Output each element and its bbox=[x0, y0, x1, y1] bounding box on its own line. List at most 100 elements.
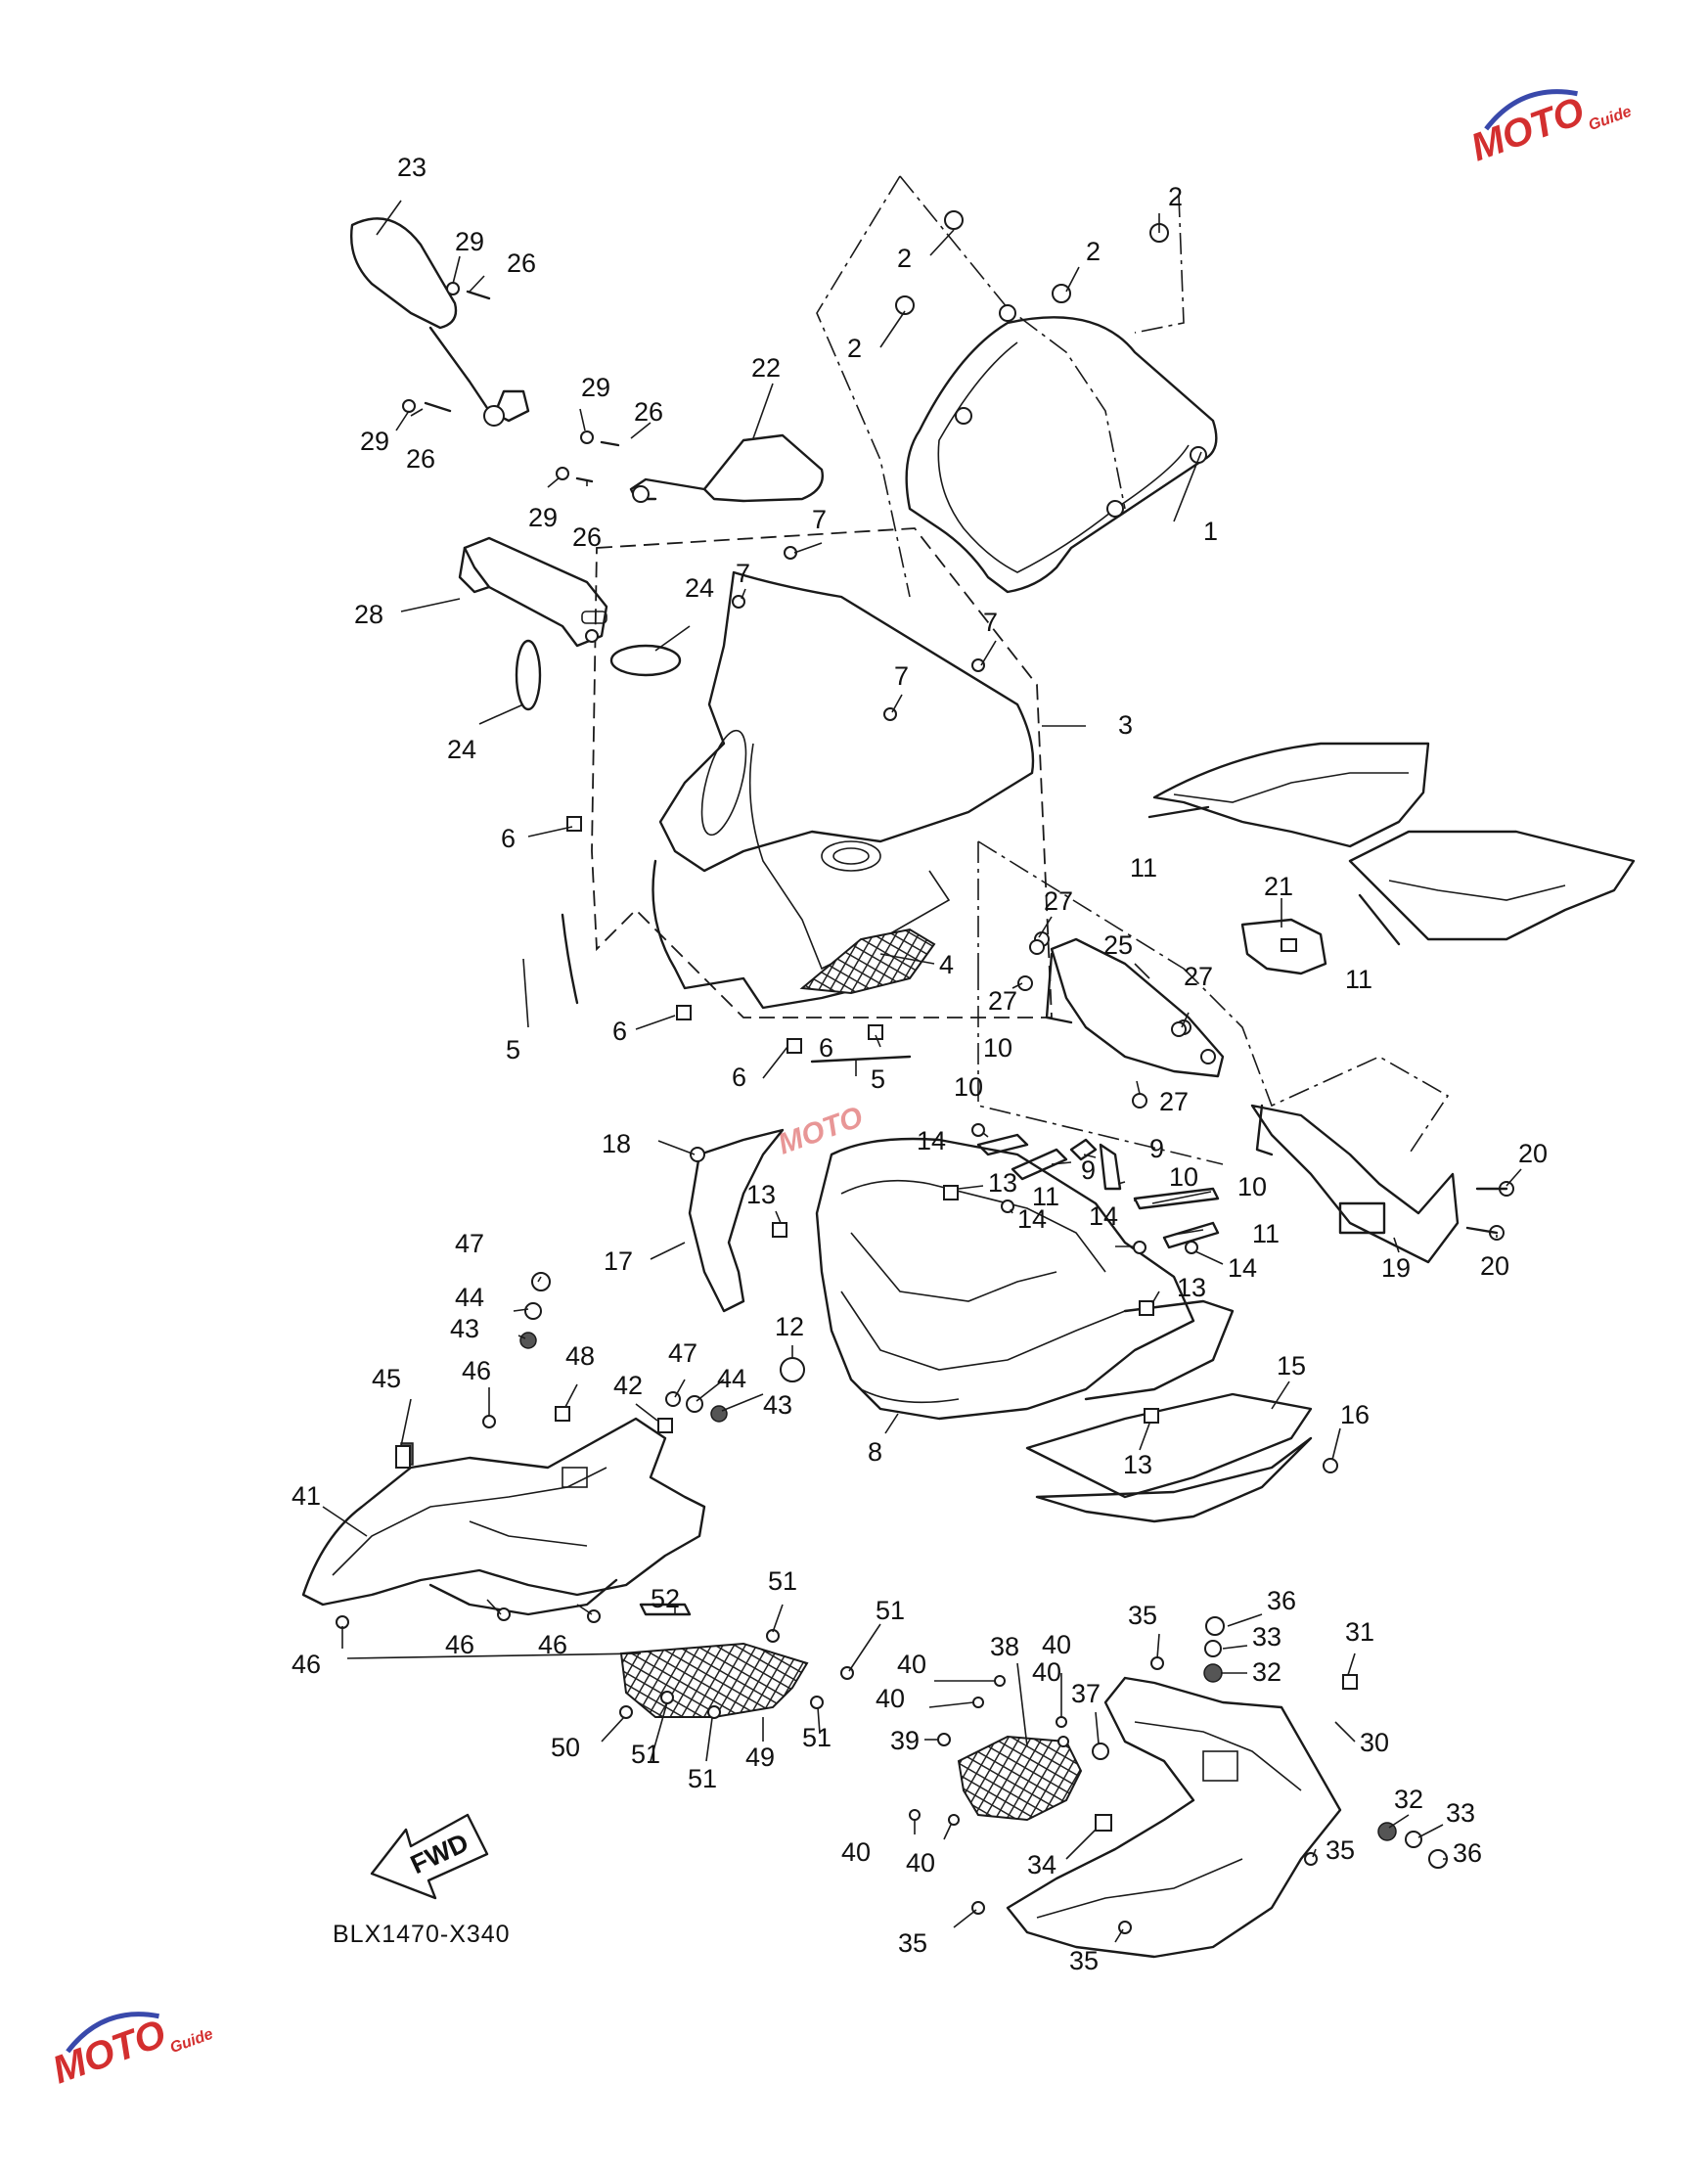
svg-text:Guide: Guide bbox=[1587, 104, 1635, 135]
callout-19: 19 bbox=[1381, 1253, 1411, 1283]
bracket-assembly-boundary bbox=[977, 840, 1450, 1165]
callout-46: 46 bbox=[445, 1630, 474, 1659]
callout-13: 13 bbox=[1177, 1273, 1206, 1302]
lower-trim-strips bbox=[976, 1133, 1220, 1249]
callout-44: 44 bbox=[717, 1364, 746, 1393]
callout-27: 27 bbox=[1159, 1087, 1189, 1116]
callout-8: 8 bbox=[868, 1437, 882, 1467]
callout-11: 11 bbox=[1345, 965, 1372, 994]
callout-45: 45 bbox=[372, 1364, 401, 1393]
callout-36: 36 bbox=[1267, 1586, 1296, 1615]
callout-44: 44 bbox=[455, 1283, 484, 1312]
callout-2: 2 bbox=[1168, 182, 1183, 211]
callout-42: 42 bbox=[613, 1371, 643, 1400]
callout-40: 40 bbox=[841, 1837, 871, 1867]
mirror-stay bbox=[458, 536, 608, 648]
callout-47: 47 bbox=[455, 1229, 484, 1258]
svg-text:MOTO: MOTO bbox=[47, 2012, 171, 2092]
gasket-upper bbox=[609, 644, 682, 677]
callout-11: 11 bbox=[1130, 853, 1157, 883]
windshield-assembly-boundary bbox=[816, 175, 1185, 598]
fwd-label: FWD bbox=[406, 1828, 472, 1879]
callout-21: 21 bbox=[1264, 872, 1293, 901]
callout-9: 9 bbox=[1149, 1134, 1164, 1163]
air-intake-mesh bbox=[799, 928, 936, 995]
callout-6: 6 bbox=[612, 1017, 627, 1046]
callout-27: 27 bbox=[988, 986, 1017, 1016]
svg-text:Guide: Guide bbox=[168, 2026, 216, 2058]
callout-11: 11 bbox=[1252, 1219, 1280, 1248]
callout-13: 13 bbox=[746, 1180, 776, 1209]
side-cowling-right bbox=[1006, 1676, 1342, 1959]
diagram-code-label: BLX1470-X340 bbox=[333, 1921, 511, 1948]
callout-11: 11 bbox=[1032, 1182, 1059, 1211]
callout-48: 48 bbox=[565, 1341, 595, 1371]
moto-logo-watermark-center: MOTO bbox=[774, 1101, 867, 1161]
callout-7: 7 bbox=[736, 559, 750, 588]
callout-7: 7 bbox=[894, 661, 909, 691]
callout-24: 24 bbox=[447, 735, 476, 764]
callout-7: 7 bbox=[812, 505, 827, 534]
callout-46: 46 bbox=[538, 1630, 567, 1659]
duct-panel-lower-right bbox=[1348, 830, 1636, 941]
callout-30: 30 bbox=[1360, 1728, 1389, 1757]
callout-26: 26 bbox=[406, 444, 435, 474]
callout-6: 6 bbox=[819, 1033, 833, 1063]
callout-2: 2 bbox=[897, 244, 912, 273]
callout-51: 51 bbox=[802, 1723, 832, 1752]
callout-49: 49 bbox=[745, 1743, 775, 1772]
callout-28: 28 bbox=[354, 600, 383, 629]
callout-18: 18 bbox=[602, 1129, 631, 1158]
callout-33: 33 bbox=[1446, 1798, 1475, 1828]
callout-27: 27 bbox=[1044, 886, 1073, 916]
callout-39: 39 bbox=[890, 1726, 920, 1755]
callout-47: 47 bbox=[668, 1338, 697, 1368]
callout-5: 5 bbox=[506, 1035, 520, 1064]
mirror-left bbox=[350, 217, 530, 427]
gasket-lower bbox=[515, 639, 542, 711]
callout-10: 10 bbox=[1169, 1162, 1198, 1192]
callout-35: 35 bbox=[1326, 1835, 1355, 1865]
duct-seal-upper bbox=[1147, 805, 1210, 819]
callout-52: 52 bbox=[651, 1584, 680, 1613]
callout-32: 32 bbox=[1252, 1657, 1281, 1687]
callout-40: 40 bbox=[1032, 1657, 1061, 1687]
callout-29: 29 bbox=[528, 503, 558, 532]
callout-29: 29 bbox=[455, 227, 484, 256]
callout-22: 22 bbox=[751, 353, 781, 383]
moto-logo-watermark-top: MOTO Guide bbox=[1465, 89, 1635, 169]
lower-cowling-side-panel bbox=[1025, 1392, 1313, 1523]
callout-9: 9 bbox=[1081, 1155, 1096, 1185]
callout-6: 6 bbox=[501, 824, 516, 853]
callout-41: 41 bbox=[292, 1481, 321, 1511]
callout-numbers: 1 2 2 2 2 3 4 5 5 6 6 6 6 7 7 7 7 8 9 9 … bbox=[292, 153, 1548, 1975]
callout-26: 26 bbox=[634, 397, 663, 427]
callout-14: 14 bbox=[917, 1126, 946, 1155]
callout-7: 7 bbox=[983, 608, 998, 637]
callout-43: 43 bbox=[450, 1314, 479, 1343]
callout-35: 35 bbox=[1069, 1946, 1099, 1975]
callout-1: 1 bbox=[1203, 517, 1218, 546]
duct-panel-upper-right bbox=[1152, 742, 1430, 848]
callout-12: 12 bbox=[775, 1312, 804, 1341]
callout-26: 26 bbox=[507, 249, 536, 278]
upper-cowling-outline bbox=[591, 527, 1053, 1019]
inner-cowling-side bbox=[688, 1128, 785, 1313]
callout-26: 26 bbox=[572, 522, 602, 552]
callout-34: 34 bbox=[1027, 1850, 1056, 1879]
callout-29: 29 bbox=[360, 427, 389, 456]
callout-10: 10 bbox=[983, 1033, 1012, 1063]
lower-cowling-center bbox=[815, 1137, 1235, 1421]
cowling-bracket-stay bbox=[1240, 918, 1327, 975]
oil-cooler-mesh bbox=[957, 1735, 1083, 1822]
callout-15: 15 bbox=[1277, 1351, 1306, 1381]
leader-lines bbox=[322, 200, 1522, 1943]
callout-51: 51 bbox=[688, 1764, 717, 1793]
svg-text:MOTO: MOTO bbox=[774, 1101, 867, 1161]
callout-14: 14 bbox=[1017, 1204, 1047, 1234]
callout-36: 36 bbox=[1453, 1838, 1482, 1868]
callout-50: 50 bbox=[551, 1733, 580, 1762]
callout-2: 2 bbox=[847, 334, 862, 363]
callout-29: 29 bbox=[581, 373, 610, 402]
